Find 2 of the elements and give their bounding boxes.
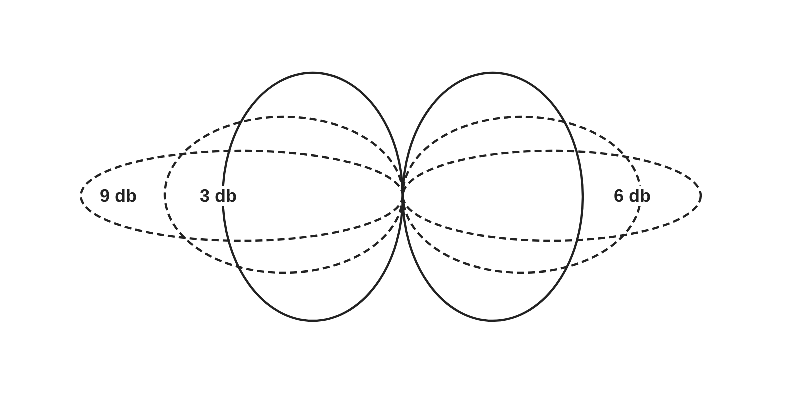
gain-label: 6 db <box>612 186 654 206</box>
gain-label: 3 db <box>198 186 240 206</box>
